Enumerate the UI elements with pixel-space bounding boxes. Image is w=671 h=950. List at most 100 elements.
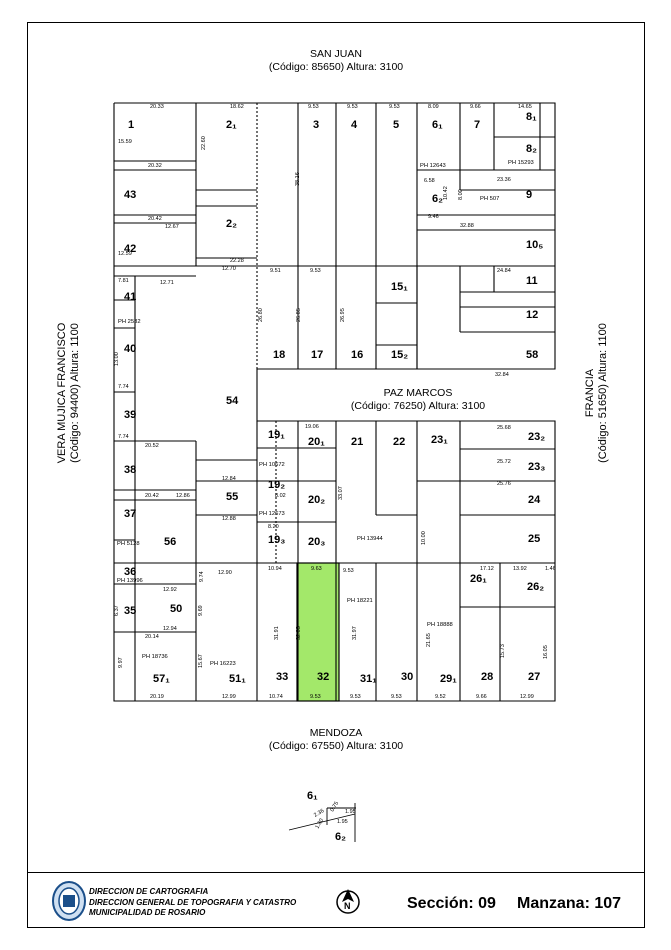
dim-mid-43: 10.00 (421, 531, 427, 545)
dim-bottom-8: 12.99 (520, 694, 534, 700)
lot-4[interactable]: 4 (351, 119, 358, 131)
lot-9[interactable]: 9 (526, 189, 532, 201)
dim-mid-16: 12.94 (163, 626, 177, 632)
lot-20-2[interactable]: 20₂ (308, 494, 325, 506)
street-north-name: SAN JUAN (310, 48, 362, 60)
lot-23-1[interactable]: 23₁ (431, 434, 448, 446)
dim-top-6: 9.66 (470, 104, 481, 110)
lot-43[interactable]: 43 (124, 189, 136, 201)
org-line2: DIRECCION GENERAL DE TOPOGRAFIA Y CATAST… (89, 897, 297, 907)
org-line3: MUNICIPALIDAD DE ROSARIO (89, 908, 206, 917)
lot-58[interactable]: 58 (526, 349, 538, 361)
lot-33[interactable]: 33 (276, 671, 288, 683)
dim-mid-13: 12.88 (222, 516, 236, 522)
dim-bottom-2: 10.74 (269, 694, 283, 700)
lot-21[interactable]: 21 (351, 436, 363, 448)
lot-23-3[interactable]: 23₃ (528, 461, 545, 473)
detail-lot-top: 6₁ (307, 790, 318, 802)
lot-55[interactable]: 55 (226, 491, 238, 503)
street-interior-code: (Código: 76250) Altura: 3100 (350, 400, 486, 412)
lot-56[interactable]: 56 (164, 536, 176, 548)
lot-17[interactable]: 17 (311, 349, 323, 361)
lot-28[interactable]: 28 (481, 671, 493, 683)
lot-32[interactable]: 32 (317, 671, 329, 683)
lot-19-3[interactable]: 19₃ (268, 534, 285, 546)
dim-mid-60: 16.05 (543, 645, 549, 659)
lot-20-3[interactable]: 20₃ (308, 536, 325, 548)
lot-31-1[interactable]: 31₁ (360, 673, 377, 685)
lot-2-2[interactable]: 2₂ (226, 218, 237, 230)
lot-39[interactable]: 39 (124, 409, 136, 421)
lot-54[interactable]: 54 (226, 395, 239, 407)
lot-37[interactable]: 37 (124, 508, 136, 520)
lot-2-1[interactable]: 2₁ (226, 119, 237, 131)
dim-mid-47: 9.53 (343, 568, 354, 574)
lot-27[interactable]: 27 (528, 671, 540, 683)
dim-mid-39: 9.46 (428, 214, 439, 220)
lot-6-2[interactable]: 6₂ (432, 193, 443, 205)
dim-mid-34: 31.91 (274, 626, 280, 640)
lot-36[interactable]: 36 (124, 566, 136, 578)
dim-mid-36: 32.03 (296, 626, 302, 640)
dim-mid-18: 9.51 (270, 268, 281, 274)
dim-top-1: 18.62 (230, 104, 244, 110)
lot-19-1[interactable]: 19₁ (268, 429, 285, 441)
lot-20-1[interactable]: 20₁ (308, 436, 325, 448)
lot-26-2[interactable]: 26₂ (527, 581, 544, 593)
dim-mid-42: 13.00 (114, 352, 120, 366)
lot-40[interactable]: 40 (124, 343, 136, 355)
lot-23-2[interactable]: 23₂ (528, 431, 545, 443)
ph-label-1: PH 15293 (508, 160, 534, 166)
lot-8-1[interactable]: 8₁ (526, 111, 537, 123)
lot-25[interactable]: 25 (528, 533, 540, 545)
lot-10-5[interactable]: 10₅ (526, 239, 543, 251)
lot-12[interactable]: 12 (526, 309, 538, 321)
street-north-code: (Código: 85650) Altura: 3100 (268, 61, 404, 73)
lot-22[interactable]: 22 (393, 436, 405, 448)
lot-29-1[interactable]: 29₁ (440, 673, 457, 685)
lot-24[interactable]: 24 (528, 494, 541, 506)
dim-mid-20: 32.84 (495, 372, 509, 378)
lot-57-1[interactable]: 57₁ (153, 673, 170, 685)
dim-top-4: 9.53 (389, 104, 400, 110)
lot-19-2[interactable]: 19₂ (268, 479, 285, 491)
lot-50[interactable]: 50 (170, 603, 182, 615)
lot-15-2[interactable]: 15₂ (391, 349, 408, 361)
lot-1[interactable]: 1 (128, 119, 134, 131)
dim-mid-23: 23.36 (497, 177, 511, 183)
ph-label-3: PH 2532 (118, 319, 141, 325)
footer: DIRECCION DE CARTOGRAFIA DIRECCION GENER… (27, 872, 645, 928)
dim-mid-31: 26.80 (258, 308, 264, 322)
lot-42[interactable]: 42 (124, 243, 136, 255)
dim-mid-1: 20.42 (148, 216, 162, 222)
dim-mid-52: 8.20 (268, 524, 279, 530)
lot-15-1[interactable]: 15₁ (391, 281, 408, 293)
lot-51-1[interactable]: 51₁ (229, 673, 246, 685)
lot-labels: 1 2₁ 3 4 5 6₁ 7 8₁ 8₂ 9 10₅ 11 12 58 43 2₂ 6₂ 42 41 40 39 38 3… (124, 111, 545, 685)
dim-mid-37: 33.07 (338, 486, 344, 500)
lot-11[interactable]: 11 (526, 275, 538, 287)
lot-26-1[interactable]: 26₁ (470, 573, 487, 585)
lot-41[interactable]: 41 (124, 291, 136, 303)
dim-top-5: 8.09 (428, 104, 439, 110)
lot-30[interactable]: 30 (401, 671, 413, 683)
lot-38[interactable]: 38 (124, 464, 136, 476)
dim-mid-28: 15.59 (118, 139, 132, 145)
dim-mid-51: 8.02 (275, 493, 286, 499)
lot-18[interactable]: 18 (273, 349, 285, 361)
lot-5[interactable]: 5 (393, 119, 399, 131)
lot-6-1[interactable]: 6₁ (432, 119, 443, 131)
lot-16[interactable]: 16 (351, 349, 363, 361)
dim-mid-48: 9.63 (311, 566, 322, 572)
dim-mid-56: 9.97 (118, 657, 124, 668)
dim-mid-45: 13.92 (513, 566, 527, 572)
lot-7[interactable]: 7 (474, 119, 480, 131)
lot-3[interactable]: 3 (313, 119, 319, 131)
dim-mid-38: 6.58 (424, 178, 435, 184)
dim-bottom-5: 9.53 (391, 694, 402, 700)
dim-mid-12: 12.84 (222, 476, 236, 482)
parcel-32-highlight[interactable] (296, 562, 340, 702)
lot-35[interactable]: 35 (124, 605, 136, 617)
lot-8-2[interactable]: 8₂ (526, 143, 537, 155)
manzana-label: Manzana: 107 (517, 895, 622, 912)
